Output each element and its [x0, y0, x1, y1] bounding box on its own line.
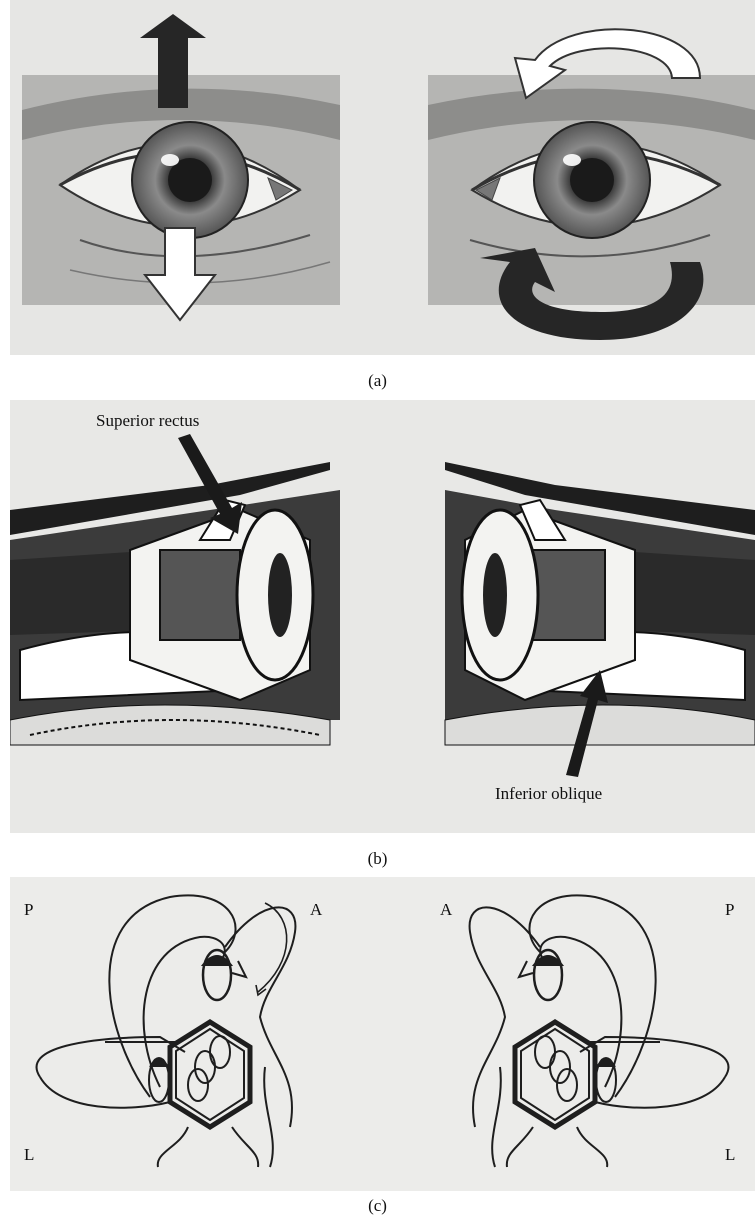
panel-a-eye-movements — [10, 0, 755, 355]
caption-a: (a) — [0, 371, 755, 391]
label-right-top-left: A — [440, 900, 452, 920]
superior-rectus-label: Superior rectus — [96, 411, 199, 431]
panel-a-illustration — [10, 0, 755, 355]
inferior-oblique-label: Inferior oblique — [495, 784, 602, 804]
right-schematic — [470, 895, 729, 1167]
panel-c-schematic: P A L A P L — [10, 877, 755, 1191]
label-left-top-right: A — [310, 900, 322, 920]
right-eye-drawing — [428, 75, 755, 305]
label-right-top-right: P — [725, 900, 734, 920]
left-orbit-drawing — [10, 462, 340, 745]
right-orbit-drawing — [445, 462, 755, 745]
label-left-bottom-left: L — [24, 1145, 34, 1165]
left-schematic — [37, 895, 296, 1167]
panel-b-illustration — [10, 400, 755, 833]
caption-b: (b) — [0, 849, 755, 869]
caption-c: (c) — [0, 1196, 755, 1216]
label-left-top-left: P — [24, 900, 33, 920]
panel-b-muscles: Superior rectus Inferior oblique — [10, 400, 755, 833]
label-right-bottom-right: L — [725, 1145, 735, 1165]
panel-c-illustration — [10, 877, 755, 1191]
